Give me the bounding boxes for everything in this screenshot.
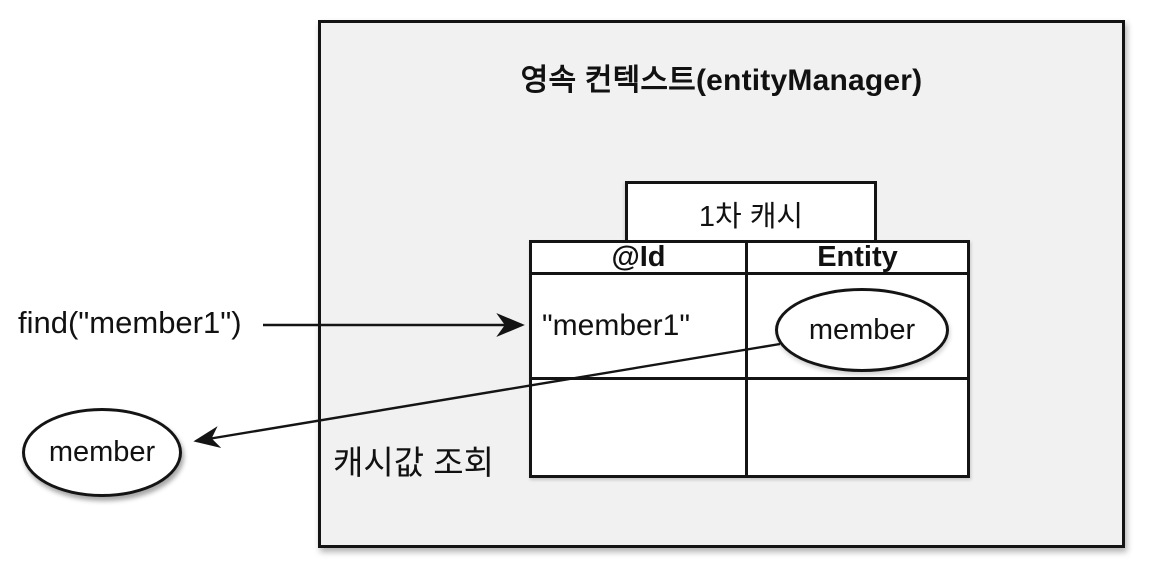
cached-member-entity-ellipse: member (775, 288, 949, 372)
table-cell-id-row2 (532, 380, 748, 475)
first-level-cache-label: 1차 캐시 (698, 200, 804, 233)
table-header-entity: Entity (748, 241, 967, 275)
cached-member-entity-label: member (808, 313, 916, 346)
find-call-label: find("member1") (18, 305, 242, 340)
table-cell-id-row1: "member1" (532, 275, 748, 380)
returned-member-ellipse: member (22, 408, 182, 497)
cache-lookup-label: 캐시값 조회 (333, 444, 494, 481)
first-level-cache-label-box: 1차 캐시 (625, 181, 877, 243)
table-cell-entity-row2 (748, 380, 967, 475)
returned-member-label: member (48, 436, 156, 468)
table-header-id: @Id (532, 241, 748, 275)
table-cell-entity-row1 (748, 275, 967, 380)
persistence-context-title: 영속 컨텍스트(entityManager) (520, 64, 923, 97)
